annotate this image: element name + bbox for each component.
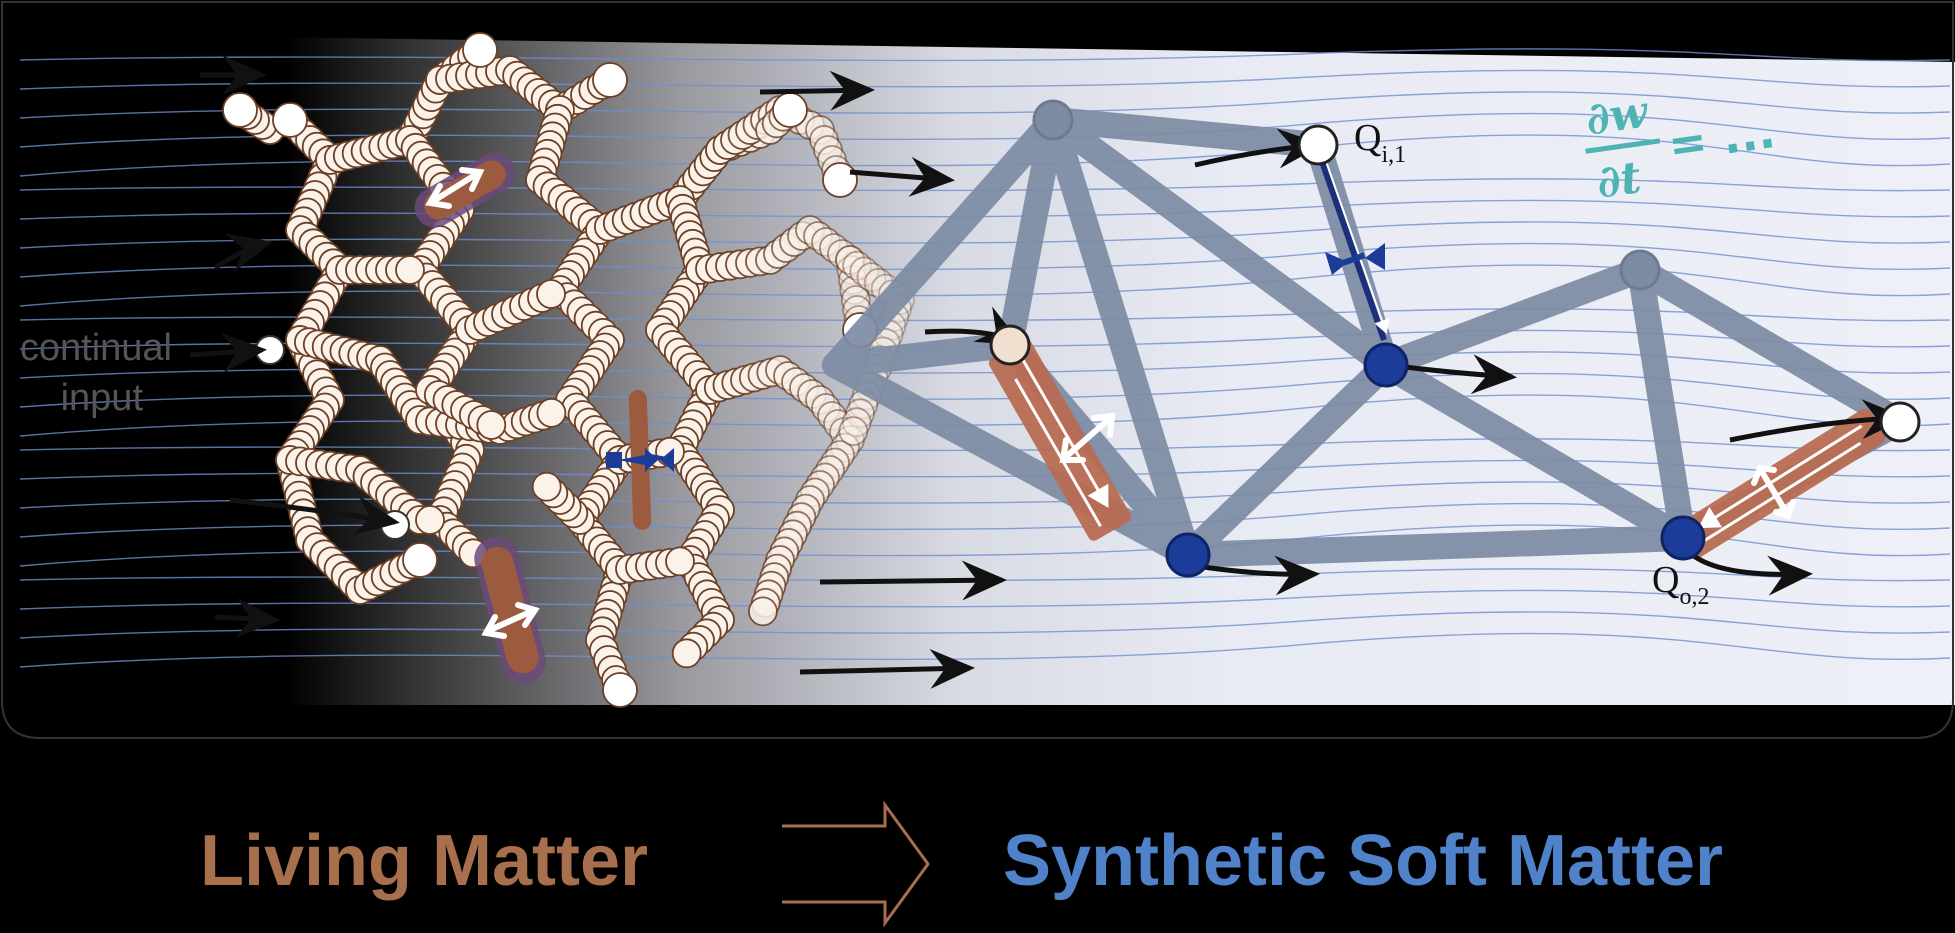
- truss-bar: [1373, 352, 1696, 551]
- node-label-inlet-sub: i,1: [1381, 142, 1406, 168]
- cell-bead: [841, 407, 872, 438]
- muscle-segment-bottom: [474, 536, 546, 684]
- truss-bar: [1627, 257, 1696, 551]
- side-label-line2: input: [61, 377, 144, 419]
- cell-bead: [476, 410, 507, 440]
- contraction-arrows-icon: [606, 448, 674, 472]
- equation-numerator: ∂w: [1583, 86, 1653, 145]
- flow-arrow-icon: [213, 233, 273, 273]
- streamline: [19, 589, 1951, 610]
- truss-node: [1619, 249, 1661, 291]
- flow-arrow-icon: [819, 560, 1007, 601]
- streamline: [19, 611, 1951, 639]
- node-label-outlet-main: Q: [1652, 559, 1679, 601]
- synthetic-muscle-actuator-2: [1674, 409, 1886, 559]
- bottom-titles: Living Matter Synthetic Soft Matter: [200, 800, 1723, 928]
- node-label-inlet: Qi,1: [1354, 117, 1406, 168]
- extension-arrows-icon: [1751, 464, 1796, 520]
- svg-text:Qi,1: Qi,1: [1354, 117, 1406, 168]
- continual-input-label: continual input: [20, 327, 172, 419]
- cell-bead: [839, 275, 870, 305]
- rate-equation: ∂w ∂t = ...: [1583, 86, 1779, 209]
- flow-arrow-icon: [189, 332, 267, 373]
- cell-bead-tip: [602, 672, 638, 708]
- streamline: [19, 48, 1951, 62]
- streamline: [19, 308, 1951, 322]
- inlet-node: [1879, 401, 1921, 443]
- truss-bar: [822, 332, 1023, 378]
- flow-arrow-icon: [214, 598, 281, 639]
- truss-bar: [1627, 257, 1913, 435]
- streamline: [19, 632, 1951, 668]
- cell-bead: [845, 398, 875, 429]
- extension-arrows-icon: [425, 167, 485, 209]
- node-label-inlet-main: Q: [1354, 117, 1381, 159]
- streamline: [19, 394, 1951, 437]
- svg-text:Qo,2: Qo,2: [1652, 559, 1709, 610]
- inlet-node: [1297, 124, 1339, 166]
- cell-bead-tip: [402, 542, 438, 578]
- cell-bead-tip: [462, 32, 498, 68]
- cell-bead: [665, 546, 695, 577]
- title-synthetic-soft-matter: Synthetic Soft Matter: [1003, 821, 1723, 901]
- title-living-matter: Living Matter: [200, 821, 648, 901]
- cell-bead: [838, 416, 869, 447]
- contraction-arrows-icon: [1325, 243, 1385, 275]
- cell-bead: [849, 256, 880, 287]
- cell-bead: [536, 397, 567, 428]
- side-label-line1: continual: [20, 327, 172, 369]
- synthetic-truss-network: [822, 107, 1913, 568]
- cell-bead-tip: [822, 162, 858, 198]
- truss-bar: [1040, 107, 1201, 568]
- active-node: [1165, 532, 1211, 578]
- cell-bead: [671, 638, 702, 669]
- living-flow-arrows: [189, 55, 1007, 689]
- active-node: [1363, 342, 1409, 388]
- streamline: [19, 69, 1951, 90]
- truss-bar: [822, 352, 1201, 568]
- living-activity-arrows: [425, 167, 674, 639]
- truss-bar: [1040, 107, 1399, 378]
- synthetic-nodes: [989, 99, 1921, 578]
- cell-bead: [748, 596, 778, 627]
- equation-denominator: ∂t: [1594, 152, 1644, 209]
- truss-bar: [1373, 257, 1653, 378]
- cell-bead: [415, 505, 445, 535]
- streamline: [19, 91, 1951, 119]
- streamline: [19, 264, 1951, 307]
- cell-bead: [842, 250, 872, 281]
- cell-bead: [395, 255, 425, 285]
- synthetic-channel-highlight: [1315, 149, 1390, 341]
- truss-bar: [1175, 525, 1696, 568]
- streamline: [19, 134, 1951, 177]
- cell-bead-tip: [592, 62, 628, 98]
- cell-bead: [856, 262, 887, 293]
- synthetic-muscle-actuator-1: [988, 339, 1132, 541]
- flow-arrow-icon: [799, 648, 975, 689]
- active-node: [1660, 515, 1706, 561]
- extension-arrows-icon: [481, 602, 540, 639]
- node-label-outlet: Qo,2: [1652, 559, 1709, 610]
- flow-arrow-icon: [849, 156, 955, 197]
- flow-arrow-icon: [759, 70, 875, 111]
- truss-bar: [822, 107, 1066, 378]
- big-outline-arrow-icon: [782, 800, 930, 928]
- cell-bead-tip: [772, 92, 808, 128]
- cell-bead: [536, 279, 566, 309]
- truss-node: [1032, 99, 1074, 141]
- extension-arrows-icon: [1059, 412, 1116, 463]
- cell-bead-tip: [272, 102, 308, 138]
- network-inlet-node: [380, 510, 410, 540]
- cell-bead-tip: [222, 92, 258, 128]
- truss-bar: [1040, 107, 1331, 158]
- streamline: [19, 221, 1951, 249]
- truss-bar: [1175, 352, 1399, 568]
- node-label-outlet-sub: o,2: [1679, 584, 1709, 610]
- flow-arrow-icon: [229, 495, 400, 536]
- cell-bead: [835, 245, 865, 275]
- inlet-node: [989, 324, 1031, 366]
- cell-bead: [531, 471, 562, 502]
